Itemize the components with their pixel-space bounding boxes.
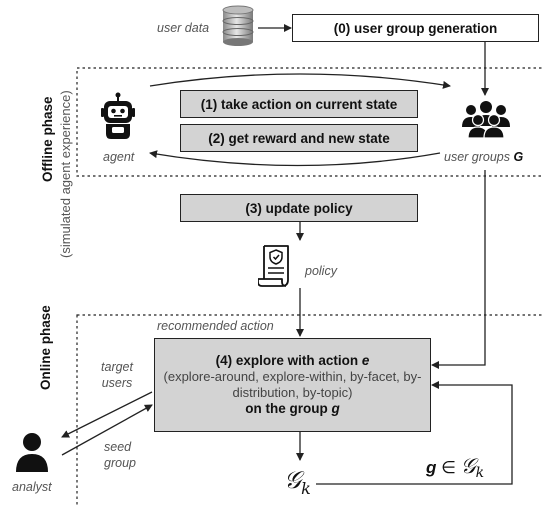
step4-action-variable: e <box>361 352 370 368</box>
online-phase-label: Online phase <box>38 305 53 390</box>
robot-icon <box>101 92 135 139</box>
arrow-agent-to-groups <box>149 73 451 89</box>
agent-label: agent <box>103 150 135 164</box>
policy-label: policy <box>305 264 337 278</box>
g-variable: g <box>426 458 437 477</box>
step4-explore-box: (4) explore with action e (explore-aroun… <box>154 338 431 432</box>
result-groups-gk: 𝒢k <box>284 468 311 497</box>
offline-phase-region <box>76 67 544 177</box>
gk-set-subscript: k <box>475 465 485 481</box>
step3-update-policy-box: (3) update policy <box>180 194 418 222</box>
gk-set-symbol: 𝒢 <box>460 454 476 478</box>
step4-title: (4) explore with action e <box>216 353 370 369</box>
arrow-gk-feedback <box>316 381 513 485</box>
user-groups-variable: G <box>513 150 524 164</box>
target-users-label: target users <box>101 360 133 390</box>
step1-take-action-box: (1) take action on current state <box>180 90 418 118</box>
step4-group-text: on the group <box>245 400 328 416</box>
step4-action-types: (explore-around, explore-within, by-face… <box>163 369 422 400</box>
arrow-groups-to-agent <box>149 150 441 167</box>
step4-title-text: (4) explore with action <box>215 352 359 368</box>
step1-label: (1) take action on current state <box>200 96 398 112</box>
step4-group-variable: g <box>331 400 340 416</box>
arrow-analyst-to-explore <box>61 404 153 456</box>
user-groups-label: user groups G <box>444 150 523 166</box>
analyst-icon <box>16 433 48 472</box>
g-in-gk-label: g ∈ 𝒢k <box>426 454 485 481</box>
element-of-symbol: ∈ <box>441 458 456 477</box>
user-groups-icon <box>462 101 510 139</box>
offline-phase-subtitle-text: (simulated agent experience) <box>58 90 73 258</box>
policy-document-icon <box>258 245 289 287</box>
online-phase-title: Online phase <box>38 305 53 390</box>
step2-label: (2) get reward and new state <box>208 130 390 146</box>
gk-subscript: k <box>301 479 311 498</box>
arrow-groups-to-explore <box>431 170 486 369</box>
gk-symbol: 𝒢 <box>284 466 302 494</box>
seed-group-label: seed group <box>104 440 136 470</box>
step0-user-group-generation-box: (0) user group generation <box>292 14 539 42</box>
arrow-explore-to-analyst <box>61 391 153 438</box>
database-icon <box>222 5 254 46</box>
offline-phase-subtitle: (simulated agent experience) <box>58 90 73 258</box>
step0-label: (0) user group generation <box>333 20 498 36</box>
online-phase-region <box>76 314 544 507</box>
user-groups-text: user groups <box>444 150 511 164</box>
analyst-label: analyst <box>12 480 52 494</box>
step2-get-reward-box: (2) get reward and new state <box>180 124 418 152</box>
step3-label: (3) update policy <box>245 200 353 216</box>
recommended-action-label: recommended action <box>157 319 274 333</box>
user-data-label: user data <box>157 21 210 35</box>
step4-group: on the group g <box>245 401 340 417</box>
offline-phase-title: Offline phase <box>40 96 55 182</box>
offline-phase-label: Offline phase <box>40 96 55 182</box>
